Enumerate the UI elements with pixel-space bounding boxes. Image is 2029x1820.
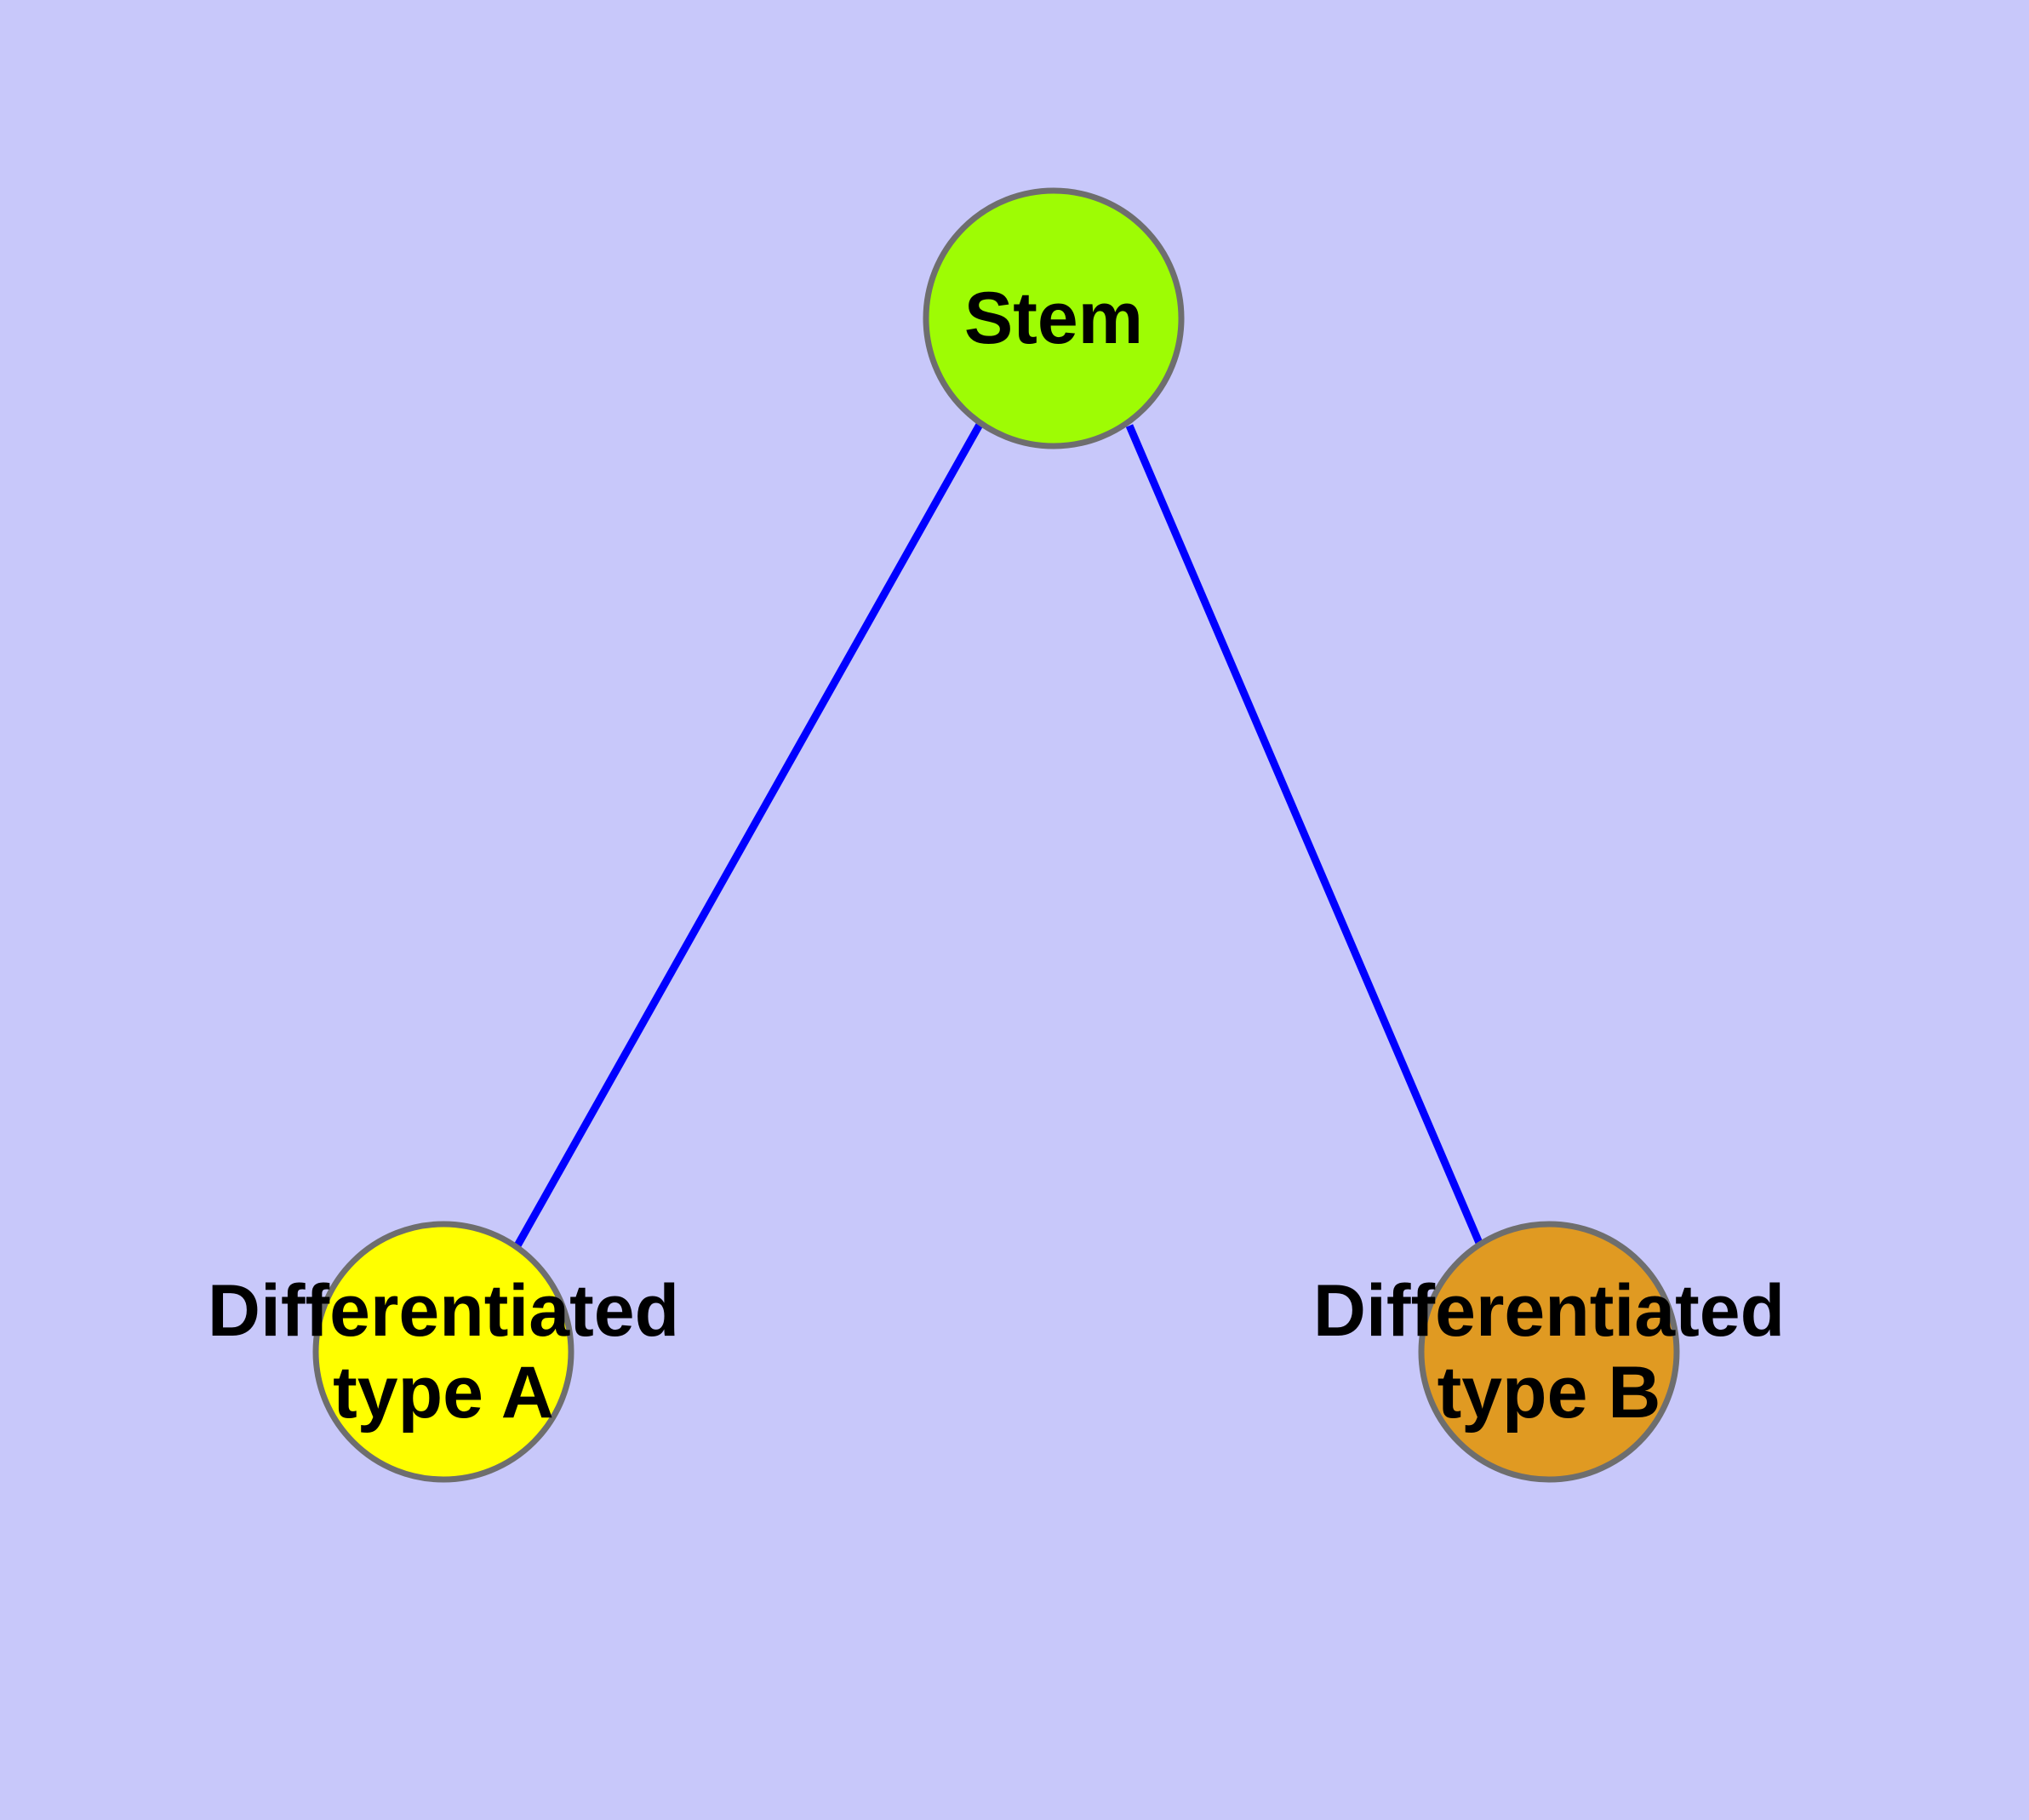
node-label-line: type B [1437,1352,1661,1434]
node-label-line: Differentiated [1313,1270,1785,1352]
edges-layer [513,421,1483,1250]
edge-stem-to-diff-b[interactable] [1125,424,1483,1245]
node-label-line: Differentiated [208,1270,679,1352]
node-label-stem: Stem [964,278,1143,359]
edge-stem-to-diff-a[interactable] [513,421,984,1250]
node-circle-diff-b[interactable] [1418,1221,1680,1483]
node-circle-diff-a[interactable] [312,1221,574,1483]
node-stem[interactable]: Stem [923,187,1185,449]
node-label-line: Stem [964,278,1143,359]
node-label-line: type A [333,1352,554,1434]
node-circle-stem[interactable] [923,187,1185,449]
